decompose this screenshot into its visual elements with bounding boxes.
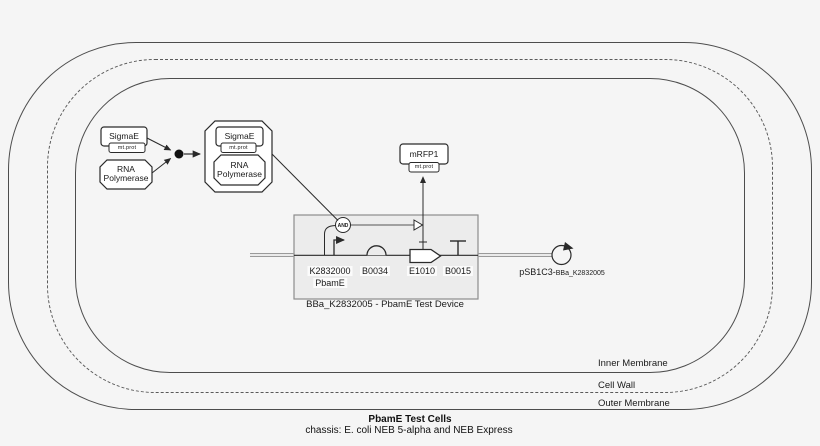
backbone-left-extension	[250, 253, 294, 257]
sigmaE-label: SigmaE	[109, 130, 139, 141]
inner-membrane-label: Inner Membrane	[598, 358, 668, 369]
complex-to-and-connector	[270, 152, 339, 221]
sigmaE-tag-shape	[108, 142, 146, 153]
mrfp1-tag-shape	[408, 162, 440, 173]
mrfp1-label: mRFP1	[409, 148, 439, 159]
backbone-right-extension	[478, 253, 552, 257]
outer-membrane-label: Outer Membrane	[598, 398, 670, 409]
part-label-promoter-id: K2832000	[307, 265, 353, 276]
rbs-glyph	[366, 245, 387, 256]
complex-sigmaE-tag-label: mt.prot	[229, 144, 248, 151]
diagram-title: PbamE Test Cells	[368, 413, 452, 425]
rnap-label-line1: RNA	[117, 163, 135, 174]
plasmid-circle	[551, 244, 572, 266]
complex-rnap-label: RNA Polymerase	[217, 159, 262, 181]
part-label-promoter-name: PbamE	[313, 278, 347, 289]
promoter-to-and-connector	[324, 225, 336, 255]
cell-wall-boundary	[47, 59, 773, 393]
rnap-label-line2: Polymerase	[103, 173, 149, 184]
part-label-cds: E1010	[406, 265, 438, 276]
complex-rnap-shape	[213, 154, 266, 186]
complex-sigmaE-tag-shape	[220, 142, 257, 153]
sigmaE-tag-label: mt.prot	[117, 144, 137, 151]
plasmid-insert-label: BBa_K2832005	[555, 269, 605, 277]
device-caption: BBa_K2832005 - PbamE Test Device	[306, 299, 464, 310]
rnap-label: RNA Polymerase	[103, 163, 149, 185]
part-label-rbs: B0034	[359, 265, 391, 276]
part-label-terminator: B0015	[442, 265, 474, 276]
and-gate-label: AND	[338, 223, 349, 229]
and-gate-circle	[335, 217, 351, 233]
inner-membrane-boundary	[75, 78, 745, 373]
stimulation-arrowhead	[413, 219, 424, 231]
association-node	[174, 149, 184, 159]
terminator-glyph	[450, 240, 466, 255]
complex-rnap-label-line2: Polymerase	[217, 169, 262, 180]
plasmid-backbone-label: pSB1C3-	[519, 266, 556, 277]
complex-rnap-label-line1: RNA	[230, 159, 249, 170]
rnap-protein-shape	[99, 159, 153, 190]
diagram-subtitle: chassis: E. coli NEB 5-alpha and NEB Exp…	[305, 424, 513, 436]
cell-wall-label: Cell Wall	[598, 380, 636, 391]
outer-membrane-boundary	[8, 42, 812, 410]
complex-sigmaE-label: SigmaE	[224, 130, 255, 141]
promoter-glyph	[333, 236, 346, 255]
rnap-to-node-arrow	[151, 157, 172, 174]
plasmid-label: pSB1C3-BBa_K2832005	[519, 267, 605, 278]
sigmaE-to-node-arrow	[146, 137, 172, 151]
mrfp1-tag-label: mt.prot	[414, 164, 434, 170]
plasmid-arrowhead	[563, 242, 574, 251]
cds-glyph	[409, 248, 442, 264]
